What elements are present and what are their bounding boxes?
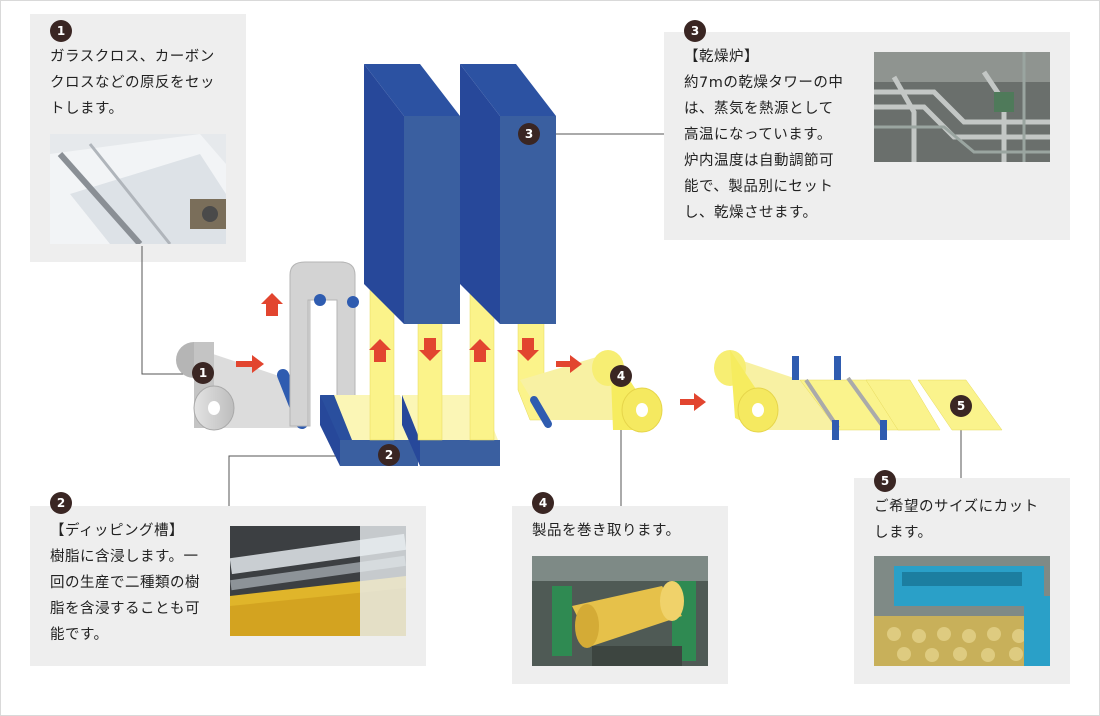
- diagram-marker-5: 5: [950, 395, 972, 417]
- step-1-photo: [50, 134, 226, 244]
- drying-tower-1: [364, 64, 460, 324]
- step-4-badge: 4: [532, 492, 554, 514]
- step-2-title: 【ディッピング槽】: [50, 518, 230, 544]
- diagram-marker-1: 1: [192, 362, 214, 384]
- step-4-text: 製品を巻き取ります。: [532, 518, 722, 544]
- step-3-photo: [874, 52, 1050, 162]
- step-5-photo: [874, 556, 1050, 666]
- step-3-title: 【乾燥炉】: [684, 44, 864, 70]
- step-2-badge: 2: [50, 492, 72, 514]
- diagram-marker-3: 3: [518, 123, 540, 145]
- step-3-badge: 3: [684, 20, 706, 42]
- step-4-photo: [532, 556, 708, 666]
- step-1-badge: 1: [50, 20, 72, 42]
- drying-tower-2: [460, 64, 556, 324]
- diagram-marker-2: 2: [378, 444, 400, 466]
- arrow-right-icon: [680, 393, 706, 411]
- step-1-text: ガラスクロス、カーボン クロスなどの原反をセッ トします。: [50, 44, 240, 122]
- arrow-up-icon: [261, 293, 283, 316]
- step-5-text: ご希望のサイズにカット します。: [874, 494, 1064, 546]
- step-3-text: 約7mの乾燥タワーの中 は、蒸気を熱源として 高温になっています。 炉内温度は自…: [684, 70, 874, 226]
- step-2-text: 樹脂に含浸します。一 回の生産で二種類の樹 脂を含浸することも可 能です。: [50, 544, 230, 648]
- step-5-badge: 5: [874, 470, 896, 492]
- step-2-photo: [230, 526, 406, 636]
- diagram-marker-4: 4: [610, 365, 632, 387]
